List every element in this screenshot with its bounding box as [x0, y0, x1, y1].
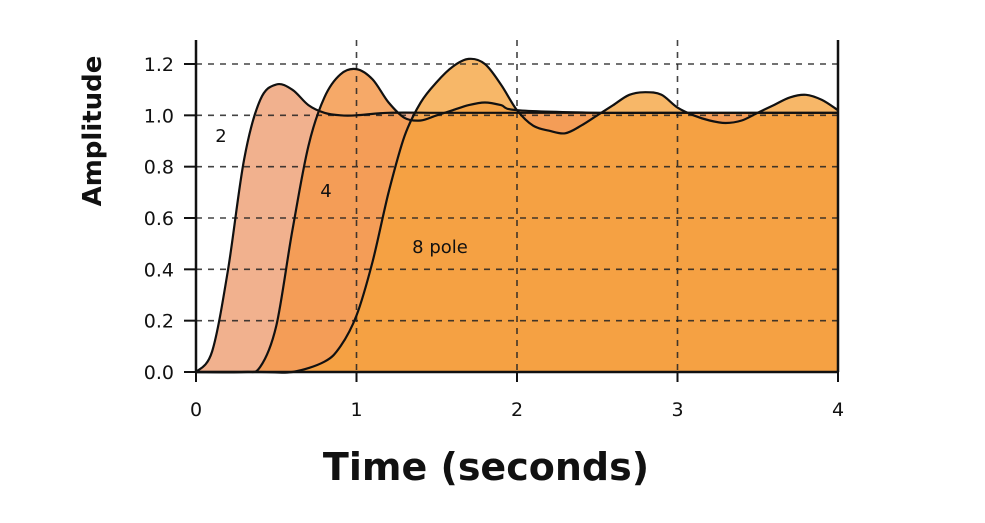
line-pole-4 [195, 67, 838, 374]
series-label-4: 4 [320, 181, 331, 202]
line-pole-8 [196, 57, 839, 374]
x-tick-label: 3 [671, 399, 683, 421]
y-axis-title: Amplitude [78, 56, 108, 207]
y-tick-label: 1.2 [144, 54, 174, 76]
y-tick-label: 0.0 [144, 362, 174, 384]
x-tick-label: 1 [350, 399, 362, 421]
x-tick-label: 2 [511, 399, 523, 421]
y-tick-label: 1.0 [144, 105, 174, 127]
series-label-8: 8 pole [412, 237, 468, 258]
y-tick-label: 0.6 [144, 208, 174, 230]
series-labels: 2 4 8 pole [215, 126, 468, 258]
y-tick-label: 0.8 [144, 157, 174, 179]
x-axis-title: Time (seconds) [323, 445, 649, 489]
series-label-2: 2 [215, 126, 226, 147]
y-tick-label: 0.4 [144, 259, 174, 281]
series-lines [195, 57, 839, 374]
x-tick-label: 0 [190, 399, 202, 421]
y-tick-label: 0.2 [144, 311, 174, 333]
x-tick-label: 4 [832, 399, 844, 421]
tick-labels: 0.0 0.2 0.4 0.6 0.8 1.0 1.2 0 1 2 3 4 [144, 54, 844, 421]
